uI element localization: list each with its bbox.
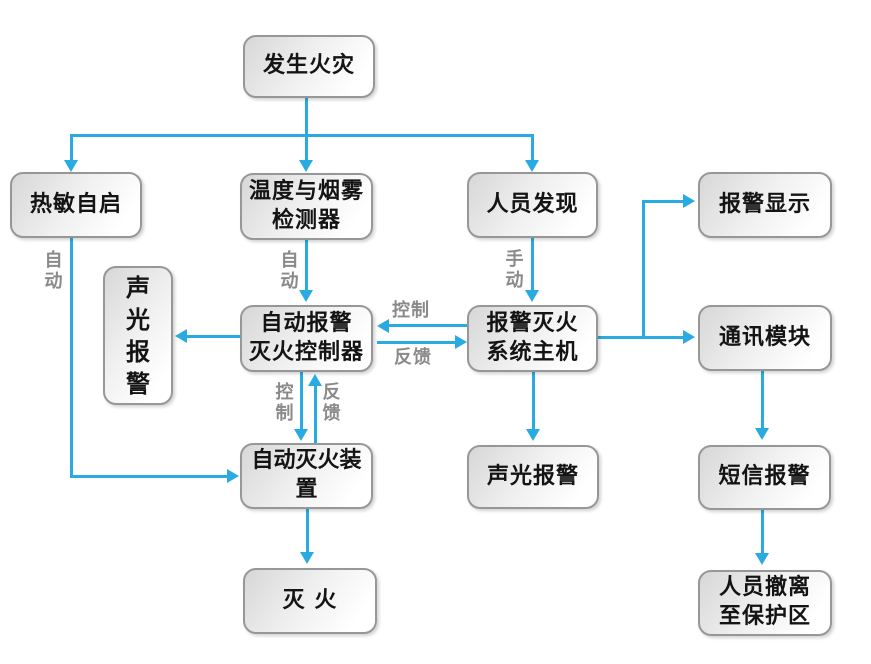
arrowhead-into-controller-top (299, 290, 313, 302)
node-thermal-autostart: 热敏自启 (10, 172, 142, 238)
node-alarm-display: 报警显示 (698, 172, 832, 238)
connector-detector-to-controller (305, 240, 308, 290)
edge-label-control-vertical: 控制 (275, 382, 294, 424)
node-alarm-system-host: 报警灭火 系统主机 (467, 305, 598, 372)
edge-label-manual: 手动 (505, 249, 524, 291)
connector-fire-down (305, 98, 308, 136)
arrowhead-into-alarm-display-left (683, 194, 695, 208)
node-sms-alarm: 短信报警 (698, 445, 831, 510)
arrowhead-into-sms (755, 428, 769, 440)
edge-label-auto-mid: 自动 (280, 250, 299, 292)
connector-branch-to-detector (305, 134, 308, 161)
edge-label-auto-left: 自动 (44, 250, 63, 292)
arrowhead-into-host-top (525, 290, 539, 302)
node-sound-light-alarm-left: 声光报警 (103, 266, 173, 405)
edge-label-feedback-horizontal: 反馈 (394, 347, 432, 368)
node-extinguish: 灭 火 (243, 568, 377, 634)
connector-controller-to-soundlight (187, 335, 240, 338)
arrowhead-into-detector (299, 160, 313, 172)
edge-label-control-horizontal: 控制 (392, 300, 430, 321)
node-auto-alarm-controller: 自动报警 灭火控制器 (240, 305, 373, 372)
node-fire-occurs: 发生火灾 (243, 35, 375, 98)
connector-host-control-controller (389, 324, 467, 327)
arrowhead-into-thermal (64, 160, 78, 172)
connector-thermal-right (70, 475, 227, 478)
node-comm-module: 通讯模块 (698, 305, 832, 371)
node-personnel-discovery: 人员发现 (467, 172, 598, 238)
arrowhead-into-evacuate (755, 553, 769, 565)
connector-personnel-to-host (531, 238, 534, 290)
connector-controller-control-device (300, 372, 303, 429)
connector-device-to-extinguish (306, 509, 309, 552)
node-temp-smoke-detector: 温度与烟雾 检测器 (240, 173, 373, 240)
connector-comm-to-sms (761, 371, 764, 428)
connector-thermal-down (70, 238, 73, 478)
arrowhead-into-controller-right (377, 319, 389, 333)
arrowhead-into-comm-left (683, 330, 695, 344)
connector-top-branch (70, 134, 534, 137)
node-evacuate-protected-area: 人员撤离 至保护区 (698, 570, 832, 636)
connector-host-to-comm (598, 336, 683, 339)
arrowhead-into-device-top (294, 429, 308, 441)
arrowhead-into-host-left (455, 335, 467, 349)
node-sound-light-alarm-left-text: 声光报警 (126, 273, 150, 398)
connector-branch-to-personnel (531, 134, 534, 161)
connector-sms-to-evacuate (761, 510, 764, 553)
connector-branch-to-thermal (70, 134, 73, 161)
connector-to-alarm-display (642, 200, 683, 203)
arrowhead-into-soundlight-bottom (526, 429, 540, 441)
arrowhead-into-controller-bottom (308, 374, 322, 386)
connector-controller-feedback-host (377, 341, 455, 344)
arrowhead-into-extinguish-device-left (227, 469, 239, 483)
edge-label-feedback-vertical: 反馈 (322, 382, 341, 424)
node-auto-extinguish-device: 自动灭火装置 (240, 443, 373, 509)
arrowhead-into-personnel (525, 160, 539, 172)
node-sound-light-alarm-bottom: 声光报警 (467, 445, 599, 509)
connector-host-to-soundlight-bottom (532, 372, 535, 429)
connector-device-feedback-controller (314, 386, 317, 443)
arrowhead-into-soundlight-left-box (175, 329, 187, 343)
connector-branch-up-to-alarm-display (642, 201, 645, 338)
arrowhead-into-extinguish (300, 552, 314, 564)
